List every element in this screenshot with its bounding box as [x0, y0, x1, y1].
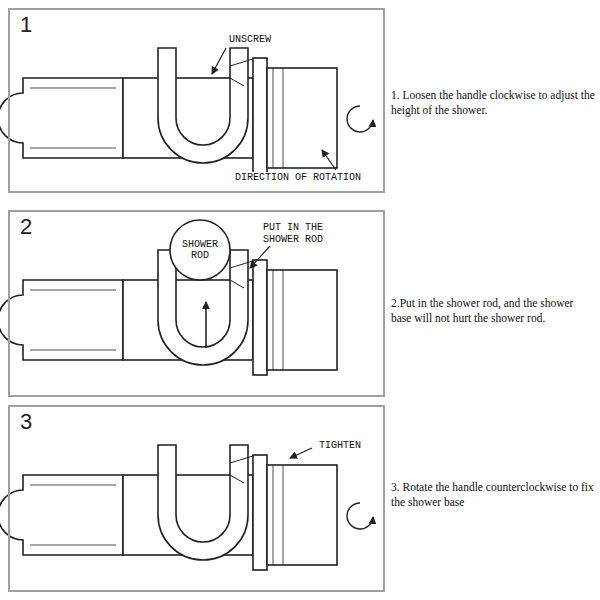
step-panel: 3 — [8, 405, 385, 592]
shower-rod-circle: SHOWER ROD — [168, 218, 232, 282]
step-description: 1. Loosen the handle clockwise to adjust… — [391, 88, 596, 118]
step-description: 2.Put in the shower rod, and the shower … — [391, 296, 596, 326]
callout-text: DIRECTION OF ROTATION — [234, 172, 362, 184]
callout-text: PUT IN THE SHOWER ROD — [262, 222, 354, 246]
step-number: 1 — [20, 14, 383, 36]
callout-text: TIGHTEN — [318, 440, 362, 452]
step-description: 3. Rotate the handle counterclockwise to… — [391, 480, 596, 510]
node-text: SHOWER ROD — [176, 239, 224, 262]
step-number: 3 — [20, 411, 383, 433]
callout-text: UNSCREW — [228, 34, 272, 46]
step-panel: 1 — [8, 8, 385, 193]
